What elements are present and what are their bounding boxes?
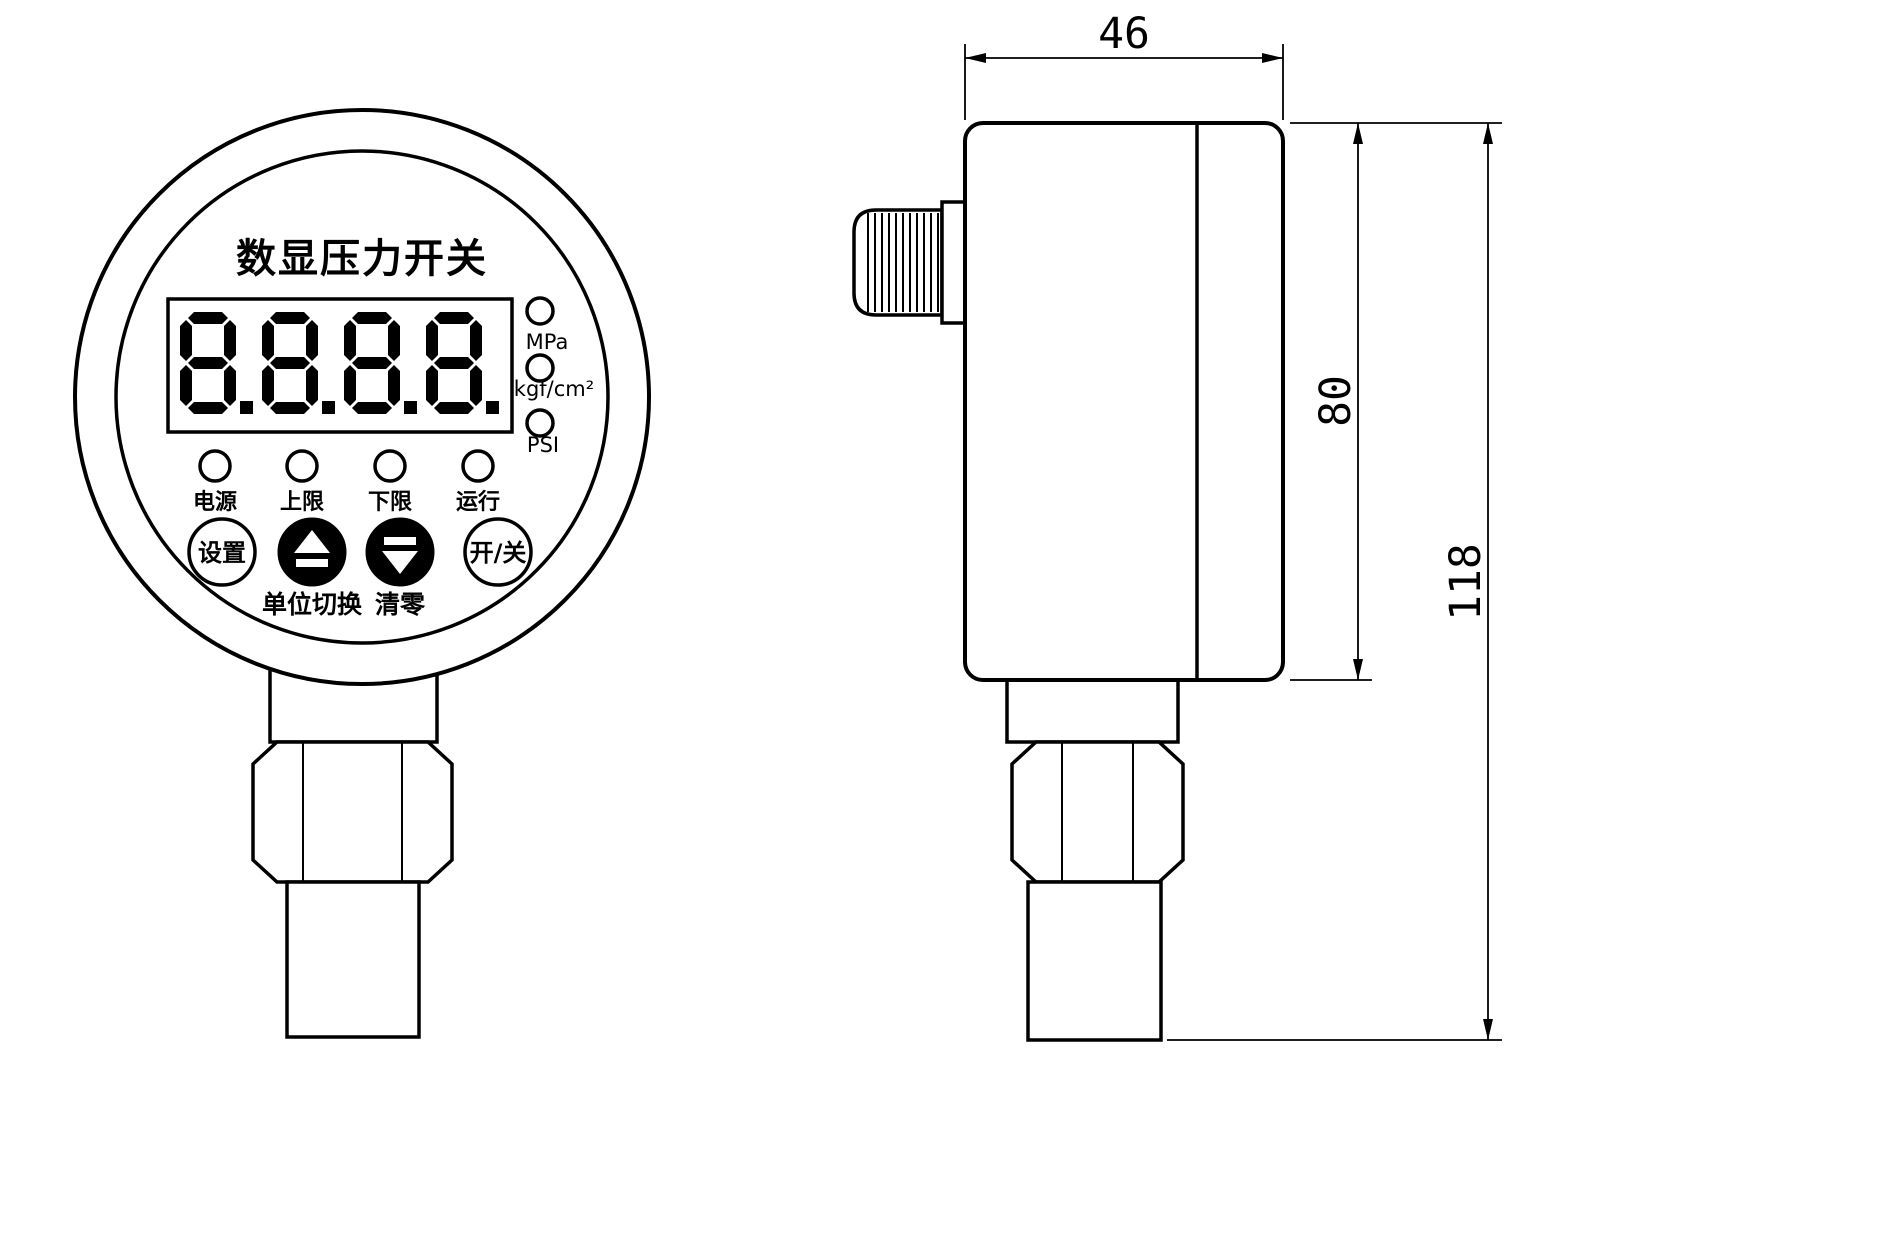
unit-indicator-psi (525, 408, 555, 438)
unit-indicator-mpa (525, 296, 555, 326)
eject-up-icon (294, 530, 330, 567)
led-label-upper-limit: 上限 (280, 490, 324, 515)
gauge-title: 数显压力开关 (236, 236, 488, 282)
set-button-label: 设置 (198, 539, 246, 567)
led-power (198, 449, 232, 483)
cable-gland (852, 200, 967, 325)
front-view: 数显压力开关 MPa kgf/cm² PSI 电源 上限 下限 运行 设置 (73, 108, 651, 1039)
dim-body-height-label: 80 (1311, 375, 1361, 427)
eject-down-icon (382, 537, 418, 574)
dim-total-height: 118 (1167, 122, 1502, 1041)
side-hex-nut (1010, 740, 1185, 884)
led-lower-limit (373, 449, 407, 483)
led-upper-limit (285, 449, 319, 483)
led-label-run: 运行 (456, 489, 500, 515)
led-label-power: 电源 (193, 490, 237, 515)
set-button (187, 517, 257, 587)
gland-collar (940, 200, 967, 325)
front-thread-stem (285, 880, 421, 1039)
dim-body-height: 80 (1290, 123, 1372, 681)
power-button-label: 开/关 (470, 539, 527, 567)
side-body (963, 121, 1285, 682)
sublabel-zero: 清零 (375, 590, 426, 619)
unit-label-mpa: MPa (526, 330, 569, 354)
led-run (461, 449, 495, 483)
unit-label-psi: PSI (527, 433, 559, 457)
seg-display (180, 312, 499, 414)
led-label-lower-limit: 下限 (368, 490, 412, 515)
gland-ribs (867, 213, 939, 312)
power-button (463, 517, 533, 587)
sublabel-unit-switch: 单位切换 (262, 590, 363, 619)
side-view: 46 80 118 (852, 9, 1502, 1042)
side-thread-stem (1026, 880, 1163, 1042)
dim-width: 46 (964, 9, 1284, 120)
unit-label-kgf: kgf/cm² (514, 377, 594, 401)
front-hex-nut (251, 740, 454, 884)
dim-width-label: 46 (1098, 9, 1150, 59)
dim-total-height-label: 118 (1441, 543, 1491, 621)
unit-indicator-kgf (525, 353, 555, 383)
